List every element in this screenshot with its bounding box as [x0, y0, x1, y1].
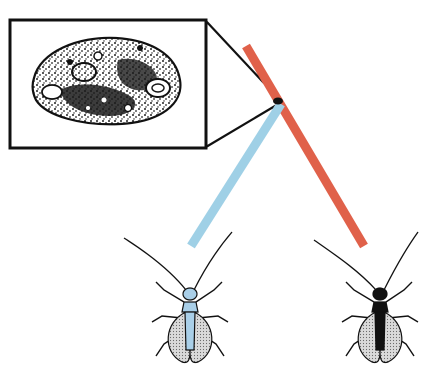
cell-cluster-illustration [33, 38, 181, 124]
insect-left-blue [124, 232, 232, 363]
red-lineage-line [246, 46, 364, 246]
insect-right-black [314, 232, 418, 363]
crossing-node [273, 98, 283, 105]
